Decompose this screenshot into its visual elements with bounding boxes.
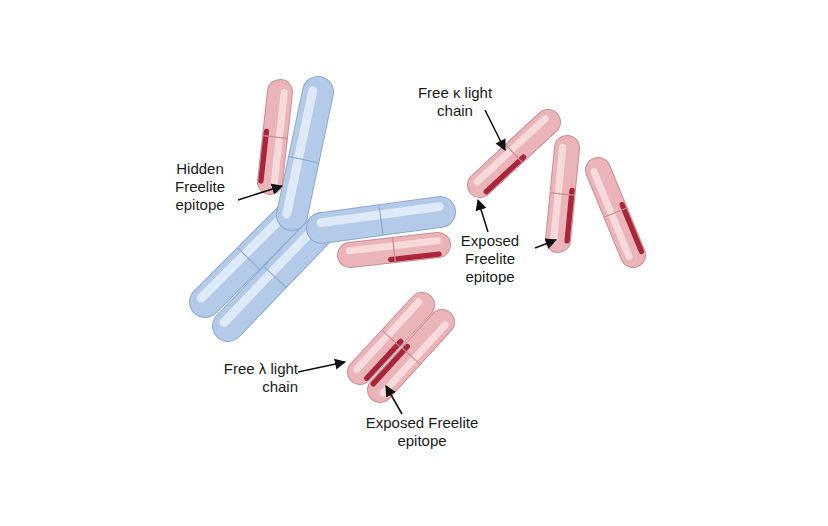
chain-rod: [477, 119, 548, 192]
callout-label: Exposed Freelite epitope: [445, 232, 535, 286]
leader-arrow: [535, 240, 556, 248]
callout-label: Exposed Freelite epitope: [362, 414, 482, 450]
chain-rod: [551, 148, 575, 241]
callout-label: Free κ light chain: [405, 84, 505, 120]
leader-arrow: [485, 110, 505, 150]
chain-rod: [261, 92, 287, 182]
callout-label: Hidden Freelite epitope: [160, 160, 240, 214]
leader-arrow: [298, 362, 345, 372]
chain-rod: [594, 170, 641, 257]
chain-rod: [224, 224, 322, 326]
chain-rod: [321, 205, 440, 235]
callout-label: Free λ light chain: [208, 360, 298, 396]
leader-arrow: [386, 386, 402, 414]
chain-rod: [350, 238, 440, 262]
chain-rod: [287, 91, 319, 215]
chain-rod: [373, 322, 445, 393]
leader-arrow: [238, 186, 282, 200]
leader-arrow: [478, 200, 488, 232]
